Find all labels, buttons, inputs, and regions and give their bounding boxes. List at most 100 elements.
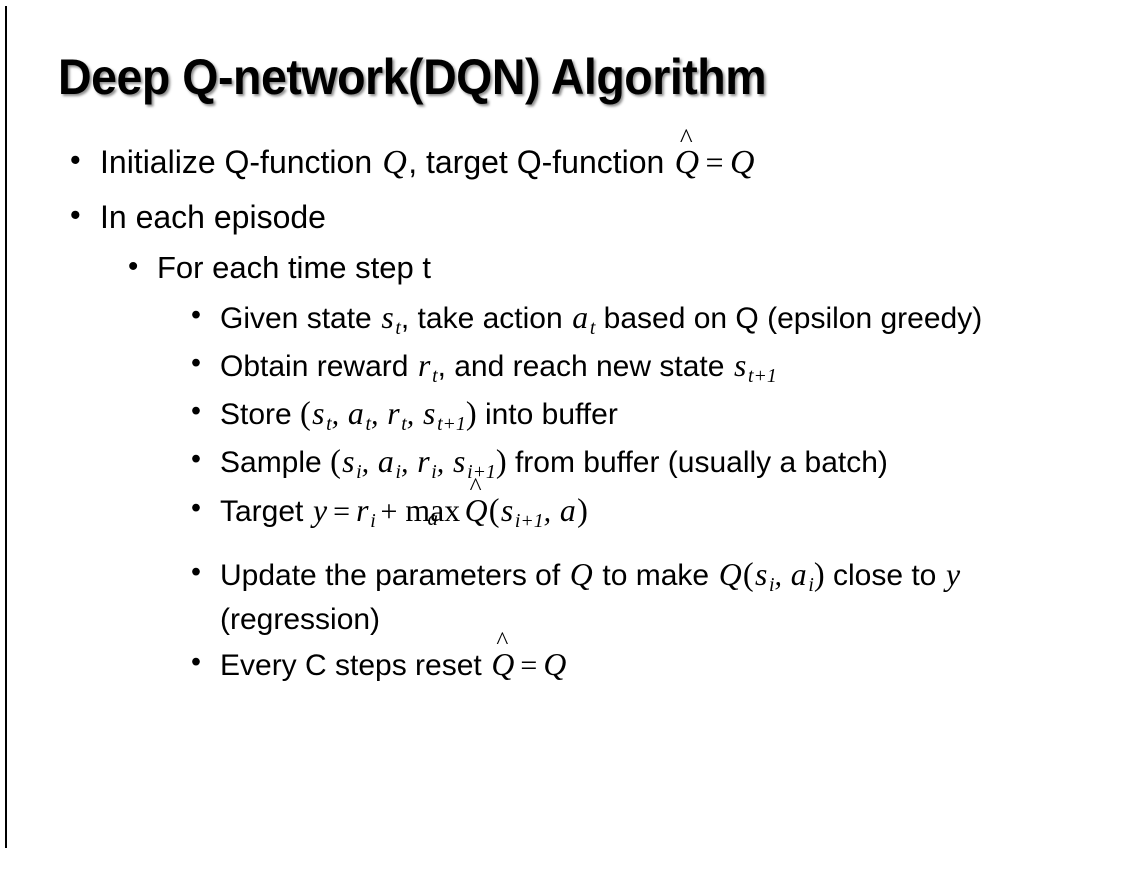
text-fragment: close to (824, 558, 945, 592)
math-r: r (418, 347, 431, 383)
bullet-dot-icon: • (191, 395, 201, 428)
text-fragment: (regression) (220, 603, 381, 637)
math-a: a (790, 556, 807, 592)
bullet-text: Obtain reward rt, and reach new state st… (220, 347, 777, 387)
math-comma: , (543, 494, 559, 528)
text-fragment: Every C steps reset (220, 648, 491, 682)
math-a: a (347, 396, 364, 432)
slide-body: • Initialize Q-function Q, target Q-func… (0, 124, 1124, 688)
math-q-hat: ^Q (463, 474, 489, 533)
text-fragment: Obtain reward (220, 349, 417, 383)
math-subscript: t (326, 413, 332, 436)
text-fragment: Update the parameters of (220, 558, 569, 592)
math-equals: = (520, 648, 538, 682)
bullet-item-given-state: • Given state st, take action at based o… (0, 296, 1124, 342)
math-q-hat: ^Q (673, 124, 700, 187)
math-subscript: i (808, 573, 814, 596)
math-subscript: i (395, 461, 401, 484)
math-paren-close: ) (813, 556, 825, 593)
math-comma: , (361, 446, 377, 480)
math-s: s (734, 347, 747, 383)
math-symbol: Q (491, 646, 515, 682)
bullet-item-sample-buffer: • Sample (si, ai, ri, si+1) from buffer … (0, 440, 1124, 486)
bullet-dot-icon: • (191, 298, 201, 331)
math-q: Q (382, 144, 407, 181)
math-comma: , (400, 446, 416, 480)
math-paren-open: ( (330, 444, 341, 481)
bullet-text: Every C steps reset ^Q=Q (220, 628, 568, 682)
text-fragment: Store (220, 398, 301, 432)
bullet-item-obtain-reward: • Obtain reward rt, and reach new state … (0, 344, 1124, 390)
math-q-hat: ^Q (490, 628, 516, 687)
math-comma: , (436, 446, 452, 480)
text-fragment: Given state (220, 301, 381, 335)
bullet-dot-icon: • (191, 491, 201, 524)
text-fragment: Target (220, 494, 312, 528)
bullet-item-update-parameters: • Update the parameters of Q to make Q(s… (0, 553, 1124, 641)
hat-accent-icon: ^ (496, 626, 509, 656)
math-y: y (312, 492, 328, 528)
text-fragment: Sample (220, 446, 331, 480)
math-symbol: Q (464, 492, 488, 528)
math-subscript: t+1 (437, 413, 466, 436)
math-s: s (754, 556, 768, 592)
math-subscript: t+1 (748, 364, 777, 387)
text-fragment: to make (594, 558, 718, 592)
math-a: a (559, 492, 576, 528)
bullet-item-reset-target: • Every C steps reset ^Q=Q (0, 628, 1124, 687)
max-limit-a: a (427, 506, 438, 531)
bullet-text: Given state st, take action at based on … (220, 299, 982, 339)
math-paren-open: ( (488, 492, 500, 529)
bullet-text: Store (st, at, rt, st+1) into buffer (220, 396, 618, 435)
hat-accent-icon: ^ (469, 472, 482, 502)
bullet-text: Sample (si, ai, ri, si+1) from buffer (u… (220, 444, 888, 483)
math-subscript: i (356, 461, 362, 484)
math-r: r (356, 492, 369, 528)
bullet-text: Initialize Q-function Q, target Q-functi… (100, 124, 756, 181)
bullet-item-each-episode: • In each episode (0, 195, 1124, 239)
math-comma: , (370, 398, 386, 432)
math-subscript: i (431, 461, 437, 484)
max-label: max (405, 492, 461, 528)
bullet-item-initialize: • Initialize Q-function Q, target Q-func… (0, 124, 1124, 187)
math-subscript: t (395, 316, 401, 339)
bullet-text: For each time step t (157, 249, 431, 285)
math-r: r (417, 444, 430, 480)
bullet-text: In each episode (100, 198, 326, 235)
bullet-dot-icon: • (191, 443, 201, 476)
text-fragment: into buffer (476, 398, 618, 432)
math-a: a (377, 444, 394, 480)
math-subscript: i+1 (514, 509, 544, 532)
math-subscript: i (769, 573, 775, 596)
math-subscript: i+1 (467, 461, 496, 484)
bullet-dot-icon: • (191, 555, 201, 588)
bullet-dot-icon: • (128, 249, 139, 283)
page-title: Deep Q-network(DQN) Algorithm (58, 49, 767, 105)
math-q: Q (569, 556, 593, 592)
bullet-item-each-time-step: • For each time step t (0, 247, 1124, 290)
math-q: Q (718, 556, 742, 592)
math-subscript: i (370, 509, 376, 532)
math-paren-close: ) (495, 444, 507, 481)
text-fragment: Initialize Q-function (100, 144, 382, 180)
text-fragment: from buffer (usually a batch) (506, 446, 888, 480)
math-subscript: t (365, 413, 371, 436)
math-equals: = (333, 494, 351, 528)
math-subscript: t (401, 413, 407, 436)
math-s: s (381, 299, 394, 335)
math-q: Q (543, 646, 567, 682)
math-comma: , (774, 558, 790, 592)
bullet-dot-icon: • (70, 143, 81, 177)
math-subscript: t (589, 316, 596, 339)
text-fragment: , target Q-function (408, 144, 674, 180)
math-symbol: Q (674, 144, 700, 181)
math-equals: = (705, 144, 724, 180)
math-comma: , (406, 398, 422, 432)
math-plus: + (380, 494, 398, 528)
bullet-dot-icon: • (70, 197, 81, 232)
bullet-text: Update the parameters of Q to make Q(si,… (220, 556, 961, 637)
